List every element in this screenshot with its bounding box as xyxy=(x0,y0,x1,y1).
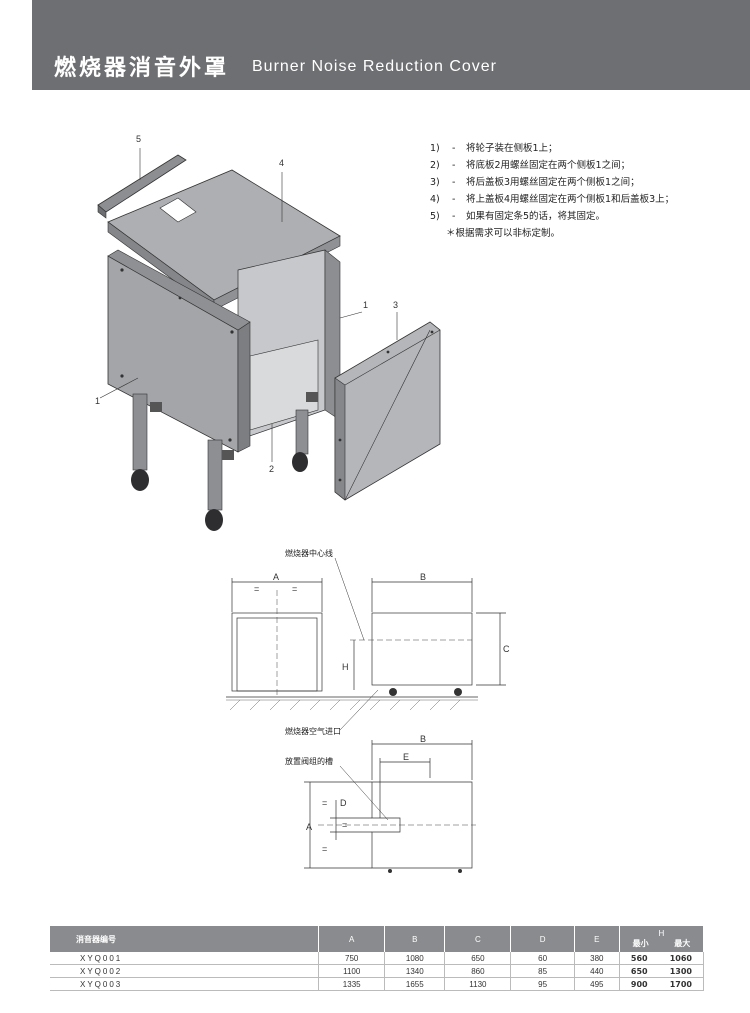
eq-mark: = xyxy=(292,584,297,594)
dim-a-top: A xyxy=(306,822,312,832)
step-item: 5) - 如果有固定条5的话，将其固定。 xyxy=(430,211,606,222)
col-header-c: C xyxy=(444,926,512,952)
assembly-instructions: 1) - 将轮子装在侧板1上； 2) - 将底板2用螺丝固定在两个侧板1之间； … xyxy=(430,140,740,242)
page-header: 燃烧器消音外罩 Burner Noise Reduction Cover xyxy=(32,0,750,90)
table-header-row: 消音器编号 A B C D E H 最小 最大 xyxy=(50,926,705,952)
step-item: 2) - 将底板2用螺丝固定在两个侧板1之间； xyxy=(430,160,631,171)
eq-mark: = xyxy=(342,820,347,830)
callout-5: 5 xyxy=(136,134,141,144)
callout-2: 2 xyxy=(269,464,274,474)
custom-note: ＊根据需求可以非标定制。 xyxy=(446,228,561,239)
col-header-h-min: 最小 xyxy=(632,939,649,948)
label-burner-centerline: 燃烧器中心线 xyxy=(285,548,333,558)
page-title-cn: 燃烧器消音外罩 xyxy=(54,56,230,81)
col-header-h: H 最小 最大 xyxy=(619,926,705,952)
dim-a-front: A xyxy=(273,572,279,582)
callout-4: 4 xyxy=(279,158,284,168)
callout-1-back: 1 xyxy=(363,300,368,310)
step-item: 4) - 将上盖板4用螺丝固定在两个侧板1和后盖板3上； xyxy=(430,194,675,205)
col-header-e: E xyxy=(574,926,620,952)
eq-mark: = xyxy=(254,584,259,594)
page-title-en: Burner Noise Reduction Cover xyxy=(252,58,497,75)
label-burner-air-inlet: 燃烧器空气进口 xyxy=(285,726,341,736)
callout-3: 3 xyxy=(393,300,398,310)
step-item: 3) - 将后盖板3用螺丝固定在两个侧板1之间； xyxy=(430,177,640,188)
callout-1-front: 1 xyxy=(95,396,100,406)
col-header-d: D xyxy=(510,926,575,952)
label-valve-slot: 放置阀组的槽 xyxy=(285,756,333,766)
dim-b-top: B xyxy=(420,734,426,744)
dim-e: E xyxy=(403,752,409,762)
eq-mark: = xyxy=(322,844,327,854)
col-header-h-max: 最大 xyxy=(674,939,691,948)
col-header-model: 消音器编号 xyxy=(50,926,320,952)
dim-b-side: B xyxy=(420,572,426,582)
dim-h: H xyxy=(342,662,349,672)
spec-table: 消音器编号 A B C D E H 最小 最大 XYQ001 750 1080 … xyxy=(50,926,705,991)
col-header-a: A xyxy=(318,926,386,952)
dim-c: C xyxy=(503,644,510,654)
step-item: 1) - 将轮子装在侧板1上； xyxy=(430,143,558,154)
eq-mark: = xyxy=(322,798,327,808)
dim-d: D xyxy=(340,798,347,808)
col-header-b: B xyxy=(384,926,446,952)
